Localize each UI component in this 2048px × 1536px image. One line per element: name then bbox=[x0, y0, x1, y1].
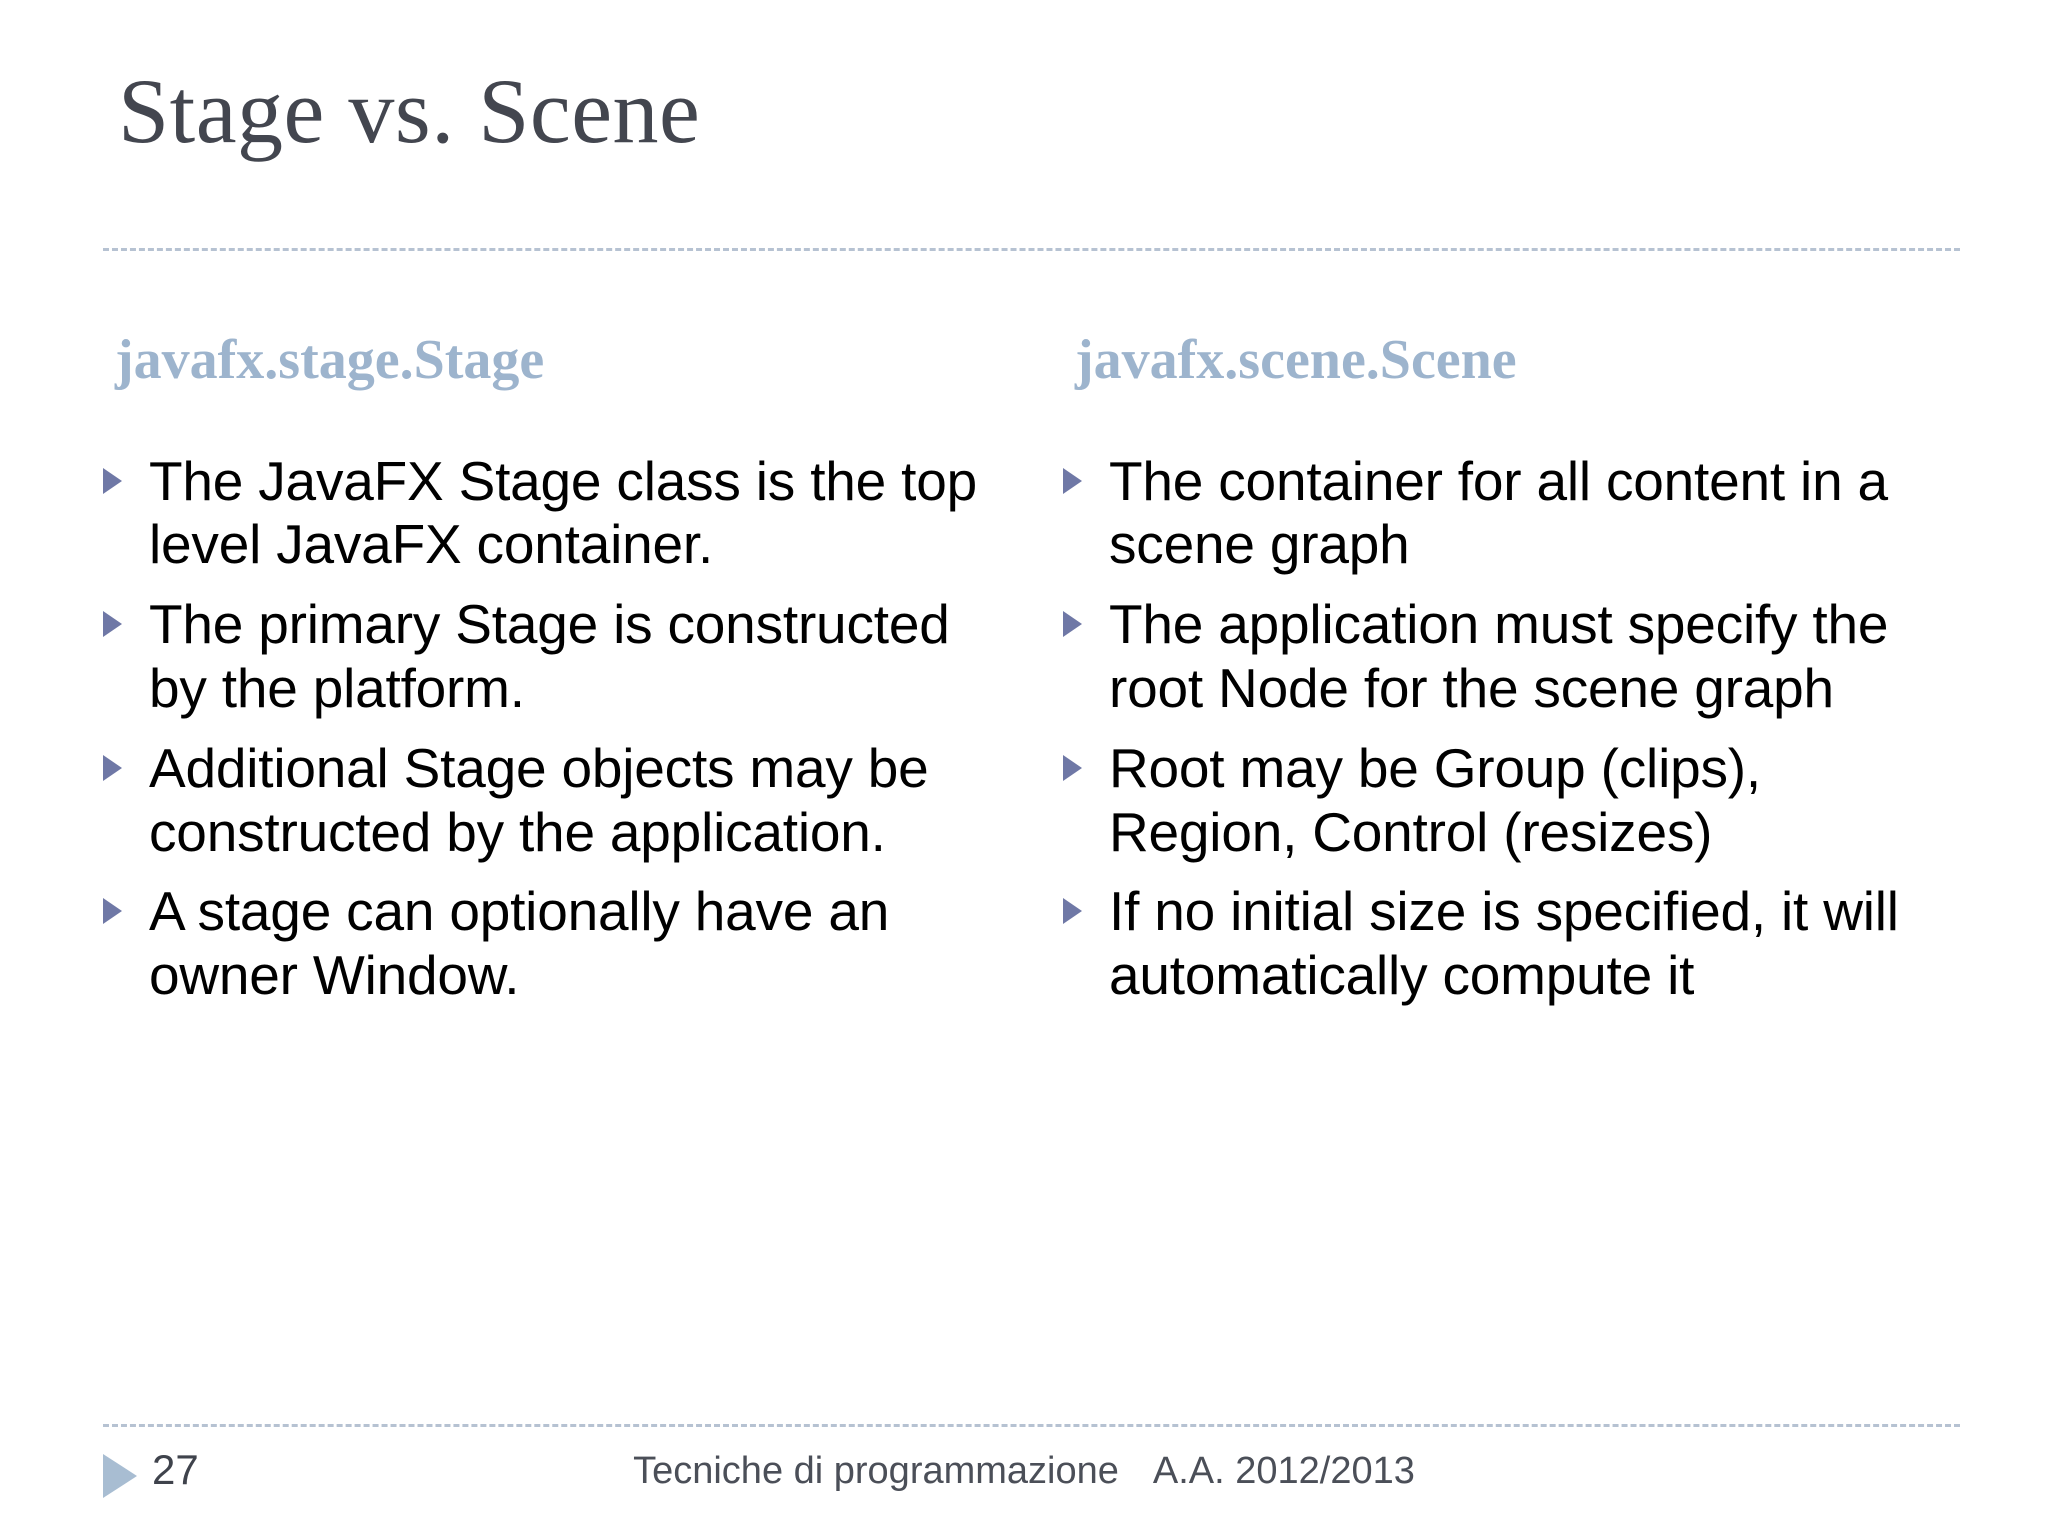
bullet-text: Additional Stage objects may be construc… bbox=[149, 736, 929, 863]
bullet-text: If no initial size is specified, it will… bbox=[1109, 880, 1899, 1007]
list-item: The JavaFX Stage class is the top level … bbox=[103, 450, 1023, 578]
list-item: The primary Stage is constructed by the … bbox=[103, 593, 1023, 721]
list-item: The container for all content in a scene… bbox=[1063, 450, 1963, 578]
list-item: A stage can optionally have an owner Win… bbox=[103, 880, 1023, 1008]
triangle-bullet-icon bbox=[1063, 737, 1109, 781]
triangle-bullet-icon bbox=[103, 737, 149, 781]
triangle-bullet-icon bbox=[103, 450, 149, 494]
slide-footer: 27 Tecniche di programmazione A.A. 2012/2… bbox=[0, 1440, 2048, 1520]
triangle-bullet-icon bbox=[1063, 593, 1109, 638]
title-block: Stage vs. Scene bbox=[118, 60, 1518, 212]
list-item: If no initial size is specified, it will… bbox=[1063, 880, 1963, 1008]
column-header-stage: javafx.stage.Stage bbox=[115, 329, 545, 391]
bullet-text: Root may be Group (clips), Region, Contr… bbox=[1109, 736, 1761, 863]
triangle-bullet-icon bbox=[103, 593, 149, 638]
list-item: The application must specify the root No… bbox=[1063, 593, 1963, 721]
column-stage: javafx.stage.Stage The JavaFX Stage clas… bbox=[103, 329, 1063, 1024]
bullet-text: The JavaFX Stage class is the top level … bbox=[149, 449, 977, 576]
page-number: 27 bbox=[152, 1446, 199, 1493]
triangle-bullet-icon bbox=[103, 880, 149, 925]
bullet-list-scene: The container for all content in a scene… bbox=[1063, 450, 1963, 1008]
bullet-text: The container for all content in a scene… bbox=[1109, 449, 1888, 576]
footer-divider bbox=[103, 1424, 1960, 1427]
footer-course: Tecniche di programmazione bbox=[633, 1450, 1119, 1492]
bullet-text: The primary Stage is constructed by the … bbox=[149, 593, 950, 719]
triangle-bullet-icon bbox=[1063, 450, 1109, 494]
bullet-text: A stage can optionally have an owner Win… bbox=[149, 880, 890, 1007]
list-item: Root may be Group (clips), Region, Contr… bbox=[1063, 737, 1963, 865]
title-divider bbox=[103, 248, 1960, 251]
list-item: Additional Stage objects may be construc… bbox=[103, 737, 1023, 865]
column-header-scene: javafx.scene.Scene bbox=[1075, 329, 1517, 391]
footer-academic-year: A.A. 2012/2013 bbox=[1152, 1450, 1415, 1492]
bullet-text: The application must specify the root No… bbox=[1109, 593, 1889, 719]
bullet-list-stage: The JavaFX Stage class is the top level … bbox=[103, 450, 1023, 1008]
triangle-marker-icon bbox=[103, 1454, 137, 1498]
content-columns: javafx.stage.Stage The JavaFX Stage clas… bbox=[103, 329, 1963, 1024]
triangle-bullet-icon bbox=[1063, 880, 1109, 925]
footer-caption: Tecniche di programmazione A.A. 2012/2013 bbox=[0, 1450, 2048, 1493]
column-scene: javafx.scene.Scene The container for all… bbox=[1063, 329, 1963, 1024]
page-title: Stage vs. Scene bbox=[118, 60, 701, 162]
